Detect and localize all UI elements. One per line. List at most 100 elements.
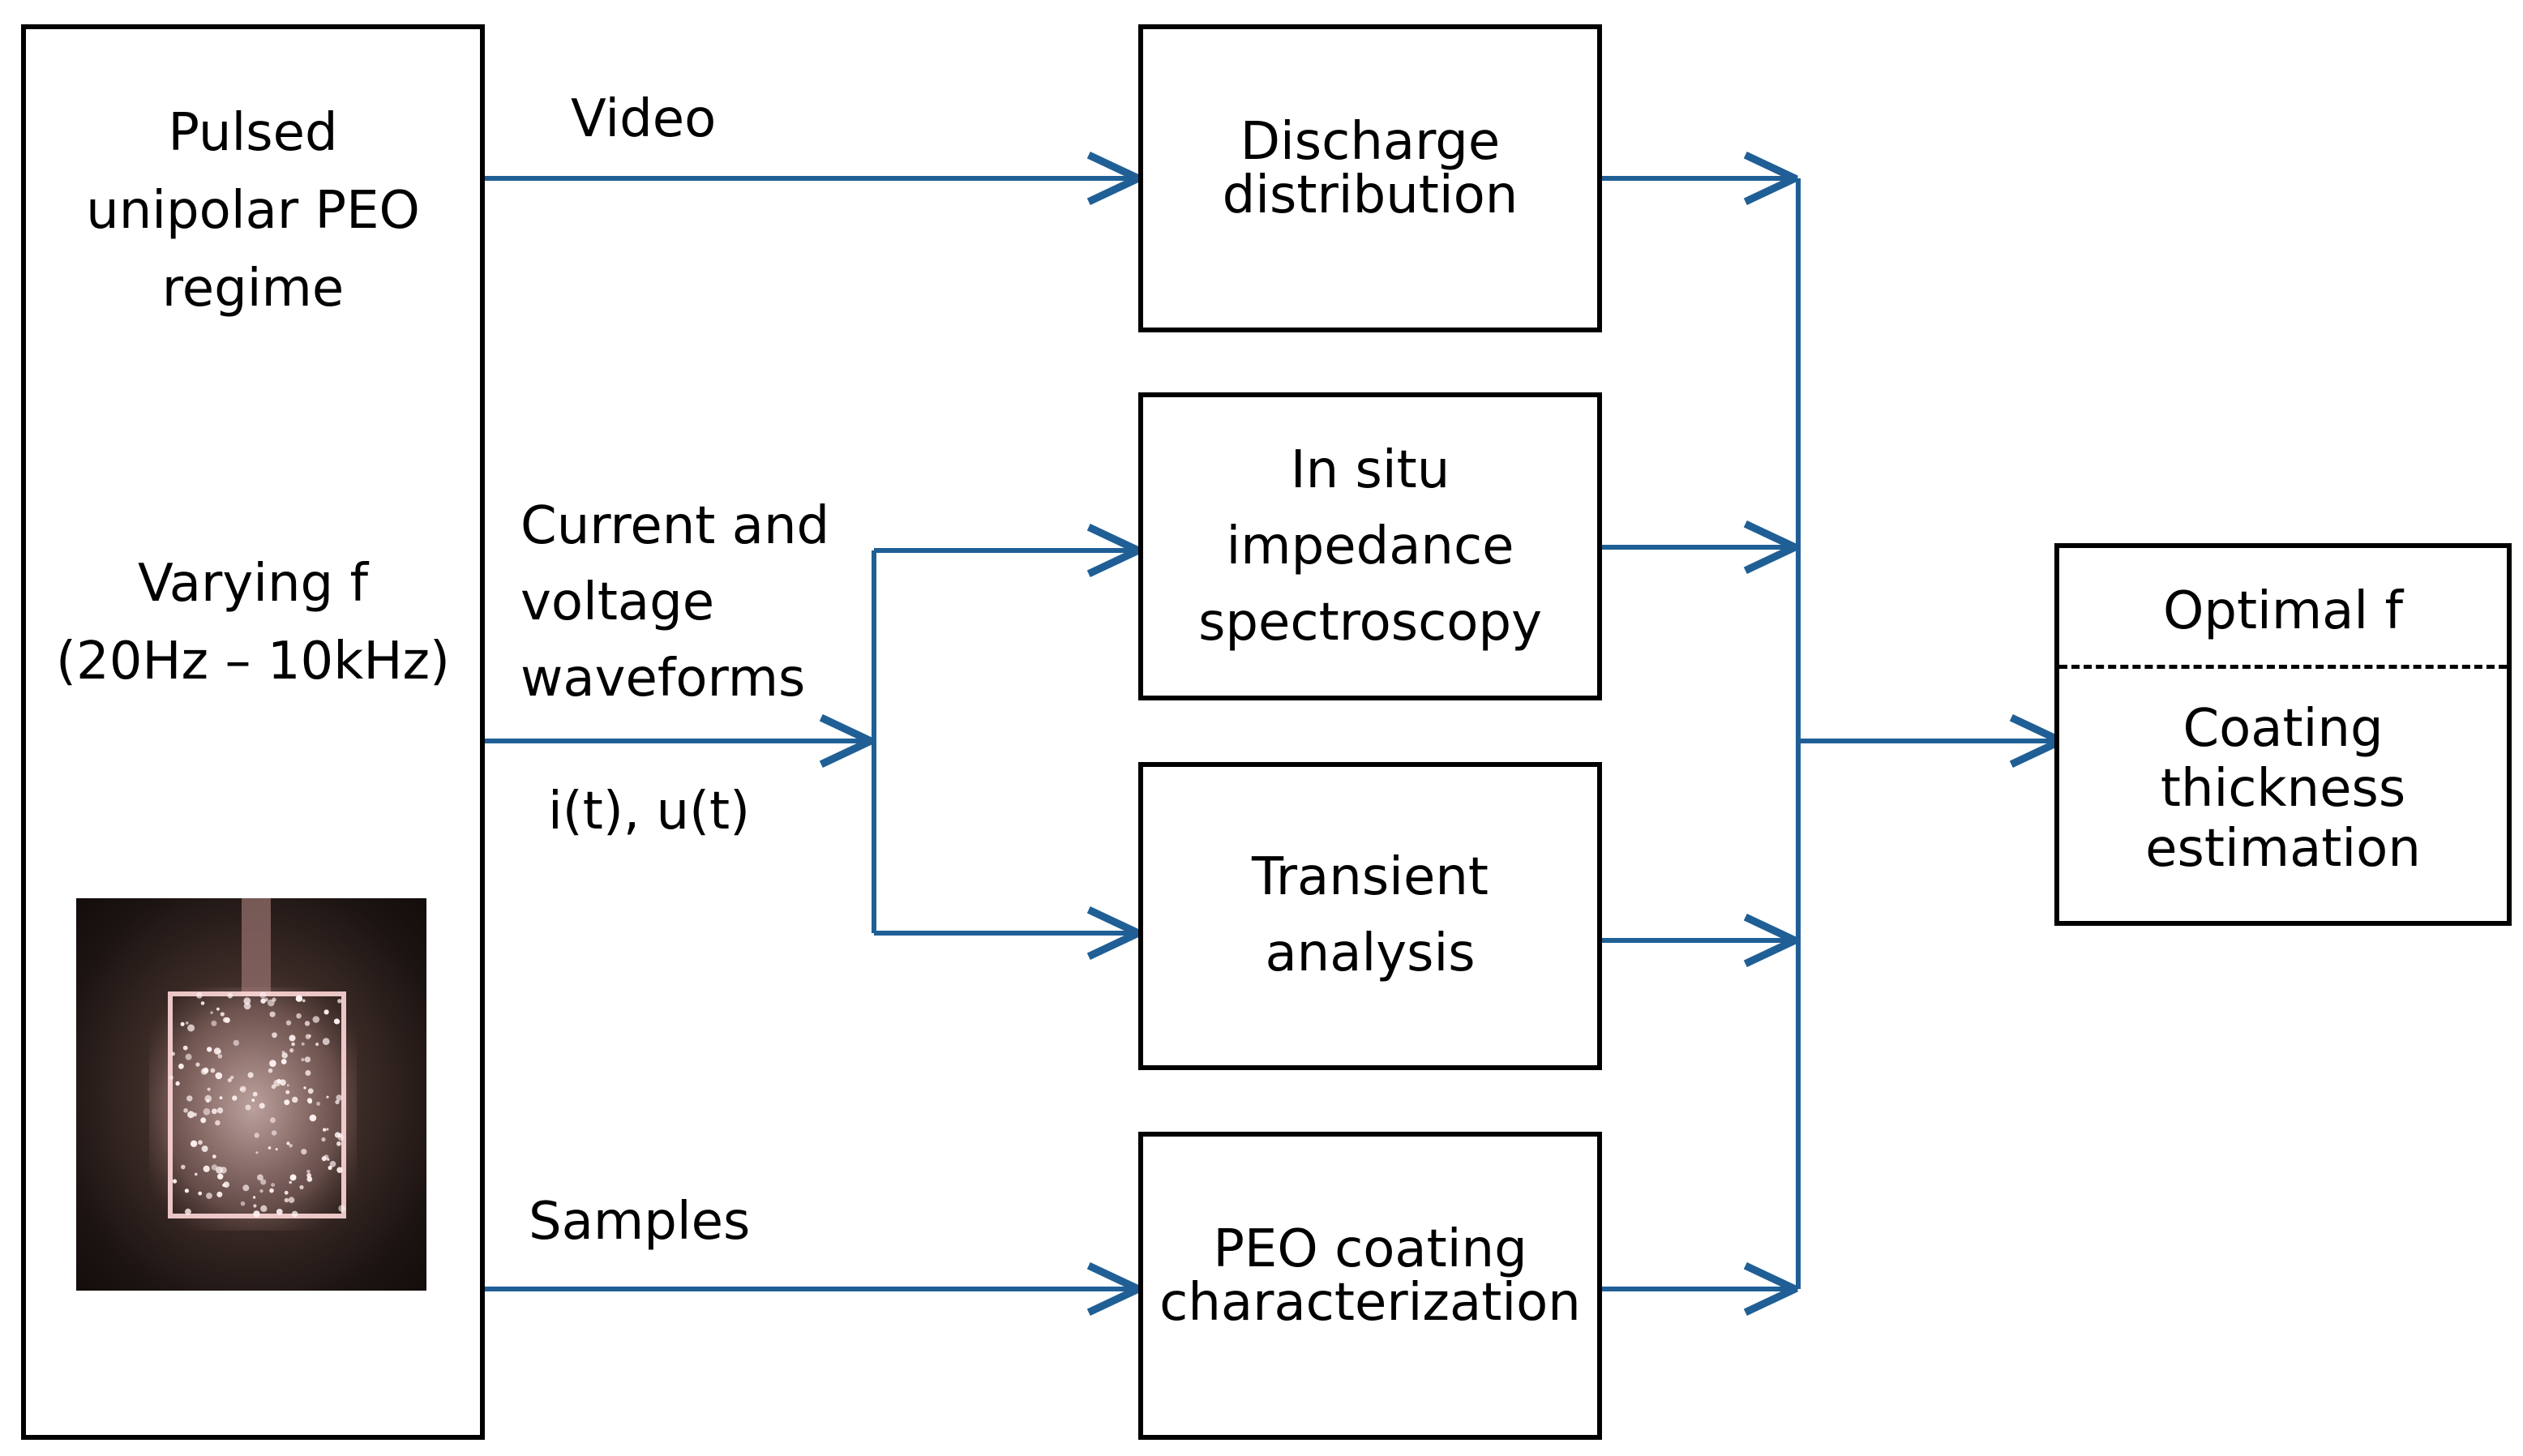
sparkle-dot xyxy=(302,999,306,1003)
sparkle-dot xyxy=(328,1165,332,1171)
sparkle-dot xyxy=(323,1009,329,1015)
sparkle-dot xyxy=(272,997,276,1002)
impedance-label-line-3: spectroscopy xyxy=(1198,593,1542,653)
sparkle-dot xyxy=(291,1042,295,1047)
sparkle-dot xyxy=(227,992,233,999)
sparkle-dot xyxy=(193,1112,198,1117)
sparkle-dot xyxy=(196,992,203,999)
sparkle-dot xyxy=(232,1095,238,1101)
sparkle-dot xyxy=(216,1107,224,1114)
sparkle-dot xyxy=(224,1017,230,1023)
sparkle-dot xyxy=(284,1190,289,1195)
sparkle-dot xyxy=(210,1011,213,1014)
sparkle-dot xyxy=(175,1081,180,1086)
sparkle-dot xyxy=(268,1146,272,1150)
impedance-label-line-1: In situ xyxy=(1290,440,1450,500)
sparkle-dot xyxy=(172,1179,178,1184)
waveforms-label-line-1: Current and xyxy=(520,496,830,556)
sparkle-dot xyxy=(326,1095,329,1098)
waveforms-label-line-2: voltage xyxy=(520,572,715,632)
sparkle-dot xyxy=(183,1108,188,1113)
sparkle-dot xyxy=(307,1088,314,1094)
output-box xyxy=(2054,543,2512,926)
sparkles xyxy=(149,898,357,1231)
sparkle-dot xyxy=(200,1001,205,1005)
sparkle-dot xyxy=(284,1099,290,1106)
sparkle-dot xyxy=(284,1197,289,1203)
samples-label: Samples xyxy=(529,1192,751,1252)
sparkle-dot xyxy=(212,1108,217,1115)
sparkle-dot xyxy=(289,1144,293,1148)
sparkle-dot xyxy=(198,1191,203,1196)
sparkle-dot xyxy=(257,1174,263,1181)
sparkle-dot xyxy=(182,1045,188,1051)
sparkle-dot xyxy=(315,1043,319,1047)
sparkle-dot xyxy=(337,999,342,1004)
video-label: Video xyxy=(571,89,717,149)
sparkle-dot xyxy=(251,1098,255,1103)
sparkle-dot xyxy=(329,1161,336,1167)
sparkle-dot xyxy=(259,1189,263,1193)
sparkle-dot xyxy=(215,1120,221,1126)
sparkle-dot xyxy=(281,1052,288,1059)
sparkle-dot xyxy=(275,1148,278,1151)
sparkle-dot xyxy=(201,1146,208,1152)
sparkle-dot xyxy=(211,1020,217,1026)
sparkle-dot xyxy=(271,1130,277,1136)
output-divider xyxy=(2059,665,2507,669)
sparkle-dot xyxy=(200,1117,207,1124)
sparkle-dot xyxy=(207,1087,211,1091)
sparkle-dot xyxy=(289,1180,293,1184)
sparkle-dot xyxy=(242,1184,250,1192)
waveforms-symbols-label: i(t), u(t) xyxy=(548,782,751,841)
sparkle-dot xyxy=(195,1172,198,1176)
sparkle-dot xyxy=(185,1053,192,1060)
waveforms-label-line-3: waveforms xyxy=(520,649,806,709)
sparkle-dot xyxy=(299,1184,304,1190)
sparkle-dot xyxy=(229,1075,234,1080)
sparkle-dot xyxy=(220,1012,225,1017)
discharge-distribution-box xyxy=(1138,24,1602,332)
sparkle-dot xyxy=(210,1068,216,1073)
sparkle-dot xyxy=(180,1021,185,1026)
sparkle-dot xyxy=(203,1067,209,1074)
sparkle-dot xyxy=(304,1021,311,1026)
sparkle-dot xyxy=(215,1072,223,1080)
thickness-label-line-3: estimation xyxy=(2145,819,2421,879)
sparkle-dot xyxy=(326,1128,329,1131)
sparkle-dot xyxy=(259,1103,265,1109)
sparkle-dot xyxy=(178,1063,184,1069)
sparkle-dot xyxy=(285,1020,292,1026)
sparkle-dot xyxy=(216,1191,223,1197)
impedance-spectroscopy-box xyxy=(1138,392,1602,700)
sparkle-dot xyxy=(253,1204,257,1208)
sparkle-dot xyxy=(217,1054,223,1059)
sparkle-dot xyxy=(323,1128,327,1132)
sparkle-dot xyxy=(243,997,251,1004)
sparkle-dot xyxy=(223,1181,229,1188)
sparkle-dot xyxy=(276,1078,281,1084)
sparkle-dot xyxy=(185,1208,191,1215)
sparkle-dot xyxy=(219,1096,223,1100)
sparkle-dot xyxy=(213,1047,221,1055)
sparkle-dot xyxy=(289,1048,294,1053)
sparkle-dot xyxy=(169,1075,173,1080)
sparkle-dot xyxy=(185,1021,189,1025)
sparkle-dot xyxy=(247,1072,254,1078)
sparkle-dot xyxy=(272,1032,277,1038)
sparkle-dot xyxy=(295,995,303,1002)
sparkle-dot xyxy=(252,1091,258,1097)
sparkle-dot xyxy=(212,1154,216,1158)
sparkle-dot xyxy=(233,1039,239,1047)
coating-characterization-box xyxy=(1138,1132,1602,1440)
sparkle-dot xyxy=(336,1167,343,1173)
sparkle-dot xyxy=(181,1164,186,1170)
sparkle-dot xyxy=(281,1059,287,1064)
sparkle-dot xyxy=(306,1176,313,1182)
sparkle-dot xyxy=(289,1034,296,1042)
sparkle-dot xyxy=(296,1013,302,1019)
sparkle-dot xyxy=(187,1111,195,1119)
sparkle-dot xyxy=(304,1056,311,1063)
transient-label-line-1: Transient xyxy=(1252,847,1489,907)
